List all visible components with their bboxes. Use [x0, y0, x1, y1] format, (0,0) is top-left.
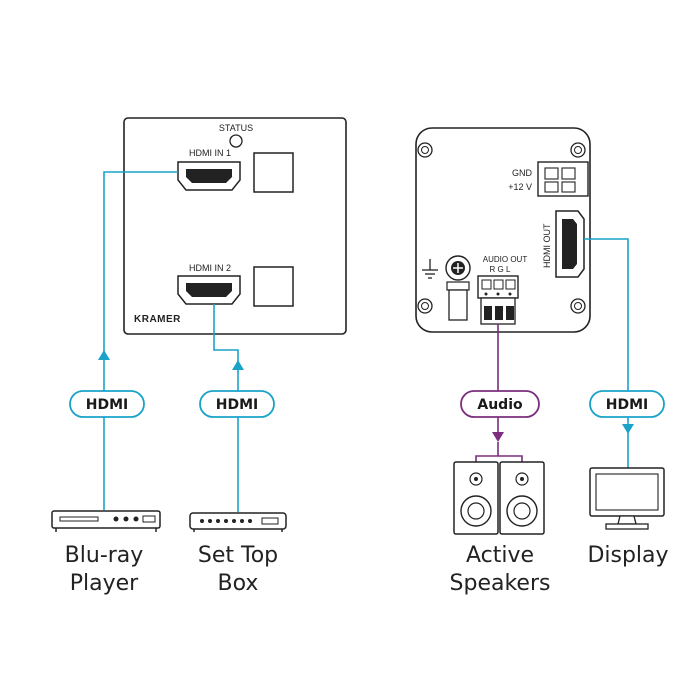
- hdmi-in-2-label: HDMI IN 2: [189, 263, 231, 273]
- wall-plate-frame: [123, 117, 347, 335]
- hdmi-pill-settop: HDMI: [199, 390, 275, 418]
- button-icon[interactable]: [253, 266, 294, 307]
- button-icon[interactable]: [253, 152, 294, 193]
- hdmi-cable-settop: [213, 304, 239, 512]
- hdmi-pill-bluray: HDMI: [69, 390, 145, 418]
- audio-pill-label: Audio: [477, 397, 523, 413]
- hdmi-port-icon[interactable]: [177, 275, 241, 305]
- power-terminal-icon[interactable]: [537, 161, 589, 197]
- status-led-icon: [229, 134, 243, 148]
- gnd-label: GND: [512, 168, 533, 178]
- hdmi-pill-label: HDMI: [86, 397, 128, 413]
- arrow-up-icon: [232, 360, 244, 370]
- power-label: +12 V: [508, 182, 532, 192]
- brand-logo: KRAMER: [134, 314, 181, 325]
- display-label: Display: [587, 543, 668, 568]
- set-top-box-icon: [189, 512, 287, 532]
- audio-pins-label: R G L: [490, 265, 511, 274]
- hdmi-pill-display: HDMI: [589, 390, 665, 418]
- settop-label-line2: Box: [218, 571, 259, 596]
- speakers-label-line2: Speakers: [450, 571, 551, 596]
- terminal-block-icon[interactable]: [477, 275, 519, 325]
- hdmi-port-icon[interactable]: [555, 210, 585, 278]
- screw-icon[interactable]: [445, 255, 471, 321]
- ground-icon: [422, 259, 438, 279]
- bluray-label-line2: Player: [70, 571, 139, 596]
- audio-pill: Audio: [460, 390, 540, 418]
- bluray-label-line1: Blu-ray: [65, 543, 144, 568]
- hdmi-port-icon[interactable]: [177, 161, 241, 191]
- display-icon: [589, 467, 665, 530]
- hdmi-in-1-label: HDMI IN 1: [189, 148, 231, 158]
- wall-plate-transmitter: STATUS HDMI IN 1 HDMI IN 2 KRAMER: [123, 117, 347, 335]
- audio-out-label: AUDIO OUT: [483, 255, 528, 264]
- speakers-label-line1: Active: [466, 543, 534, 568]
- hdmi-pill-label: HDMI: [216, 397, 258, 413]
- bluray-player-icon: [51, 510, 161, 532]
- hdmi-out-label: HDMI OUT: [542, 223, 552, 268]
- arrow-up-icon: [98, 350, 110, 360]
- receiver-unit: GND +12 V HDMI OUT: [415, 127, 591, 333]
- audio-cable-split: [475, 455, 523, 462]
- speakers-icon: [453, 461, 545, 535]
- arrow-down-icon: [622, 424, 634, 434]
- arrow-down-icon: [492, 432, 504, 442]
- status-label: STATUS: [219, 123, 253, 133]
- hdmi-pill-label: HDMI: [606, 397, 648, 413]
- settop-label-line1: Set Top: [198, 543, 278, 568]
